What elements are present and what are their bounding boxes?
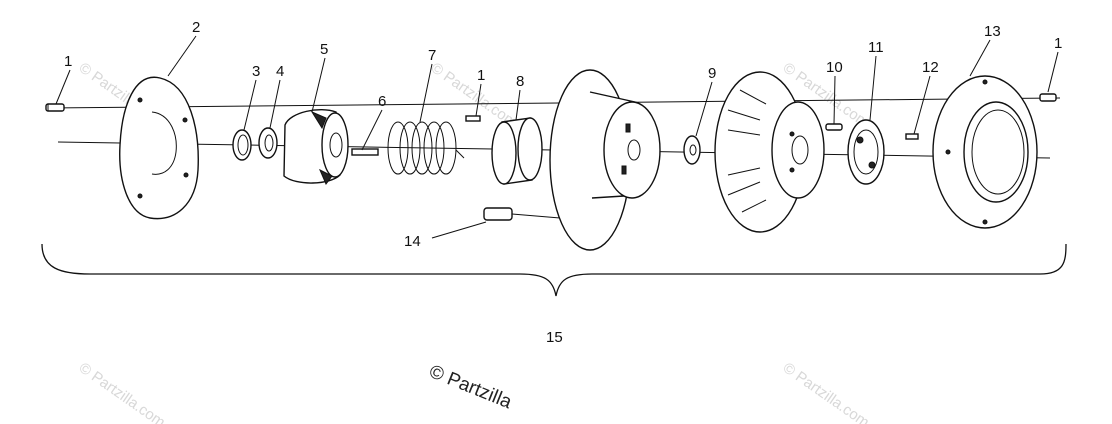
callout-8: 8 bbox=[516, 73, 524, 90]
assembly-brace bbox=[41, 243, 1067, 297]
callout-3: 3 bbox=[252, 63, 260, 80]
callout-1-right: 1 bbox=[1054, 35, 1062, 52]
leader-lines bbox=[55, 35, 1059, 239]
callout-15: 15 bbox=[546, 329, 563, 346]
callout-5: 5 bbox=[320, 41, 328, 58]
rivet bbox=[905, 133, 919, 140]
screw-middle bbox=[465, 115, 481, 122]
snap-ring bbox=[232, 129, 252, 161]
bushing-sleeve bbox=[491, 117, 543, 185]
callout-14: 14 bbox=[404, 233, 421, 250]
callout-labels: 1 2 3 4 5 6 7 8 1 9 10 11 12 13 1 14 15 bbox=[64, 19, 1062, 346]
weight-pin bbox=[483, 207, 561, 221]
callout-2: 2 bbox=[192, 19, 200, 36]
pin bbox=[351, 148, 379, 156]
callout-1-left: 1 bbox=[64, 53, 72, 70]
bolt-left bbox=[45, 103, 65, 112]
callout-4: 4 bbox=[276, 63, 284, 80]
watermark-main: © Partzilla bbox=[426, 361, 515, 413]
callout-13: 13 bbox=[984, 23, 1001, 40]
moveable-sheave bbox=[549, 69, 661, 251]
spring bbox=[387, 121, 465, 175]
watermark-faint-4: © Partzilla.com bbox=[76, 359, 169, 424]
callout-6: 6 bbox=[378, 93, 386, 110]
bolt-right bbox=[1039, 93, 1057, 102]
callout-9: 9 bbox=[708, 65, 716, 82]
callout-10: 10 bbox=[826, 59, 843, 76]
fixed-sheave bbox=[714, 71, 825, 233]
callout-7: 7 bbox=[428, 47, 436, 64]
callout-1-middle: 1 bbox=[477, 67, 485, 84]
end-cover bbox=[932, 75, 1038, 229]
washer bbox=[258, 127, 278, 159]
small-bolt bbox=[825, 123, 843, 131]
watermark-faint-5: © Partzilla.com bbox=[780, 359, 873, 424]
cover-plate bbox=[119, 76, 199, 220]
bushing-plate bbox=[847, 119, 885, 185]
washer-2 bbox=[683, 135, 701, 165]
cam-spider bbox=[283, 108, 349, 185]
callout-11: 11 bbox=[868, 39, 884, 56]
callout-12: 12 bbox=[922, 59, 939, 76]
